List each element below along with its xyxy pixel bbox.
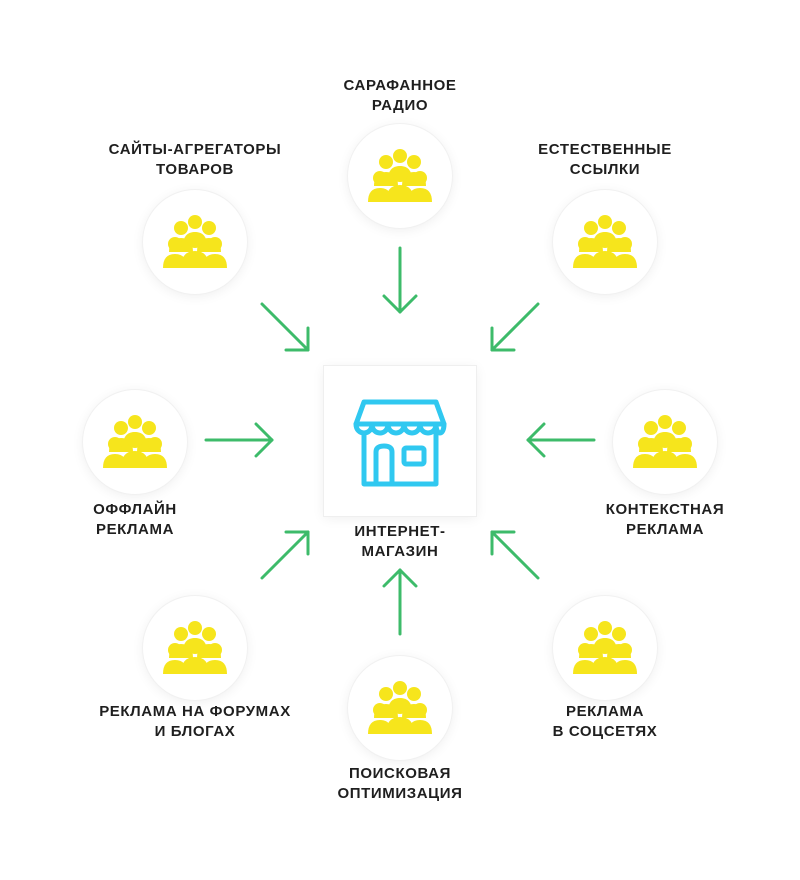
arrow-from-word-of-mouth — [382, 246, 418, 314]
node-label-forum-ads: РЕКЛАМА НА ФОРУМАХ И БЛОГАХ — [99, 703, 291, 740]
group-word-of-mouth — [348, 124, 452, 228]
arrow-from-context-ads — [526, 422, 596, 458]
store-icon — [353, 399, 447, 487]
node-label-context-ads: КОНТЕКСТНАЯ РЕКЛАМА — [605, 501, 725, 538]
arrow-from-aggregators — [260, 302, 310, 352]
arrow-from-offline-ads — [204, 422, 274, 458]
group-forum-ads — [143, 596, 247, 700]
arrow-from-seo — [382, 568, 418, 636]
arrow-from-forum-ads — [260, 530, 310, 580]
group-aggregators — [143, 190, 247, 294]
center-label: ИНТЕРНЕТ- МАГАЗИН — [354, 523, 446, 560]
arrow-from-social-ads — [490, 530, 540, 580]
node-label-seo: ПОИСКОВАЯ ОПТИМИЗАЦИЯ — [337, 765, 463, 802]
node-label-aggregators: САЙТЫ-АГРЕГАТОРЫ ТОВАРОВ — [108, 141, 282, 178]
group-context-ads — [613, 390, 717, 494]
node-label-social-ads: РЕКЛАМА В СОЦСЕТЯХ — [552, 703, 658, 740]
group-seo — [348, 656, 452, 760]
node-label-offline-ads: ОФФЛАЙН РЕКЛАМА — [93, 501, 177, 538]
group-natural-links — [553, 190, 657, 294]
center-store-box — [324, 366, 476, 516]
group-offline-ads — [83, 390, 187, 494]
node-label-natural-links: ЕСТЕСТВЕННЫЕ ССЫЛКИ — [538, 141, 672, 178]
node-label-word-of-mouth: САРАФАННОЕ РАДИО — [343, 77, 457, 114]
group-social-ads — [553, 596, 657, 700]
arrow-from-natural-links — [490, 302, 540, 352]
